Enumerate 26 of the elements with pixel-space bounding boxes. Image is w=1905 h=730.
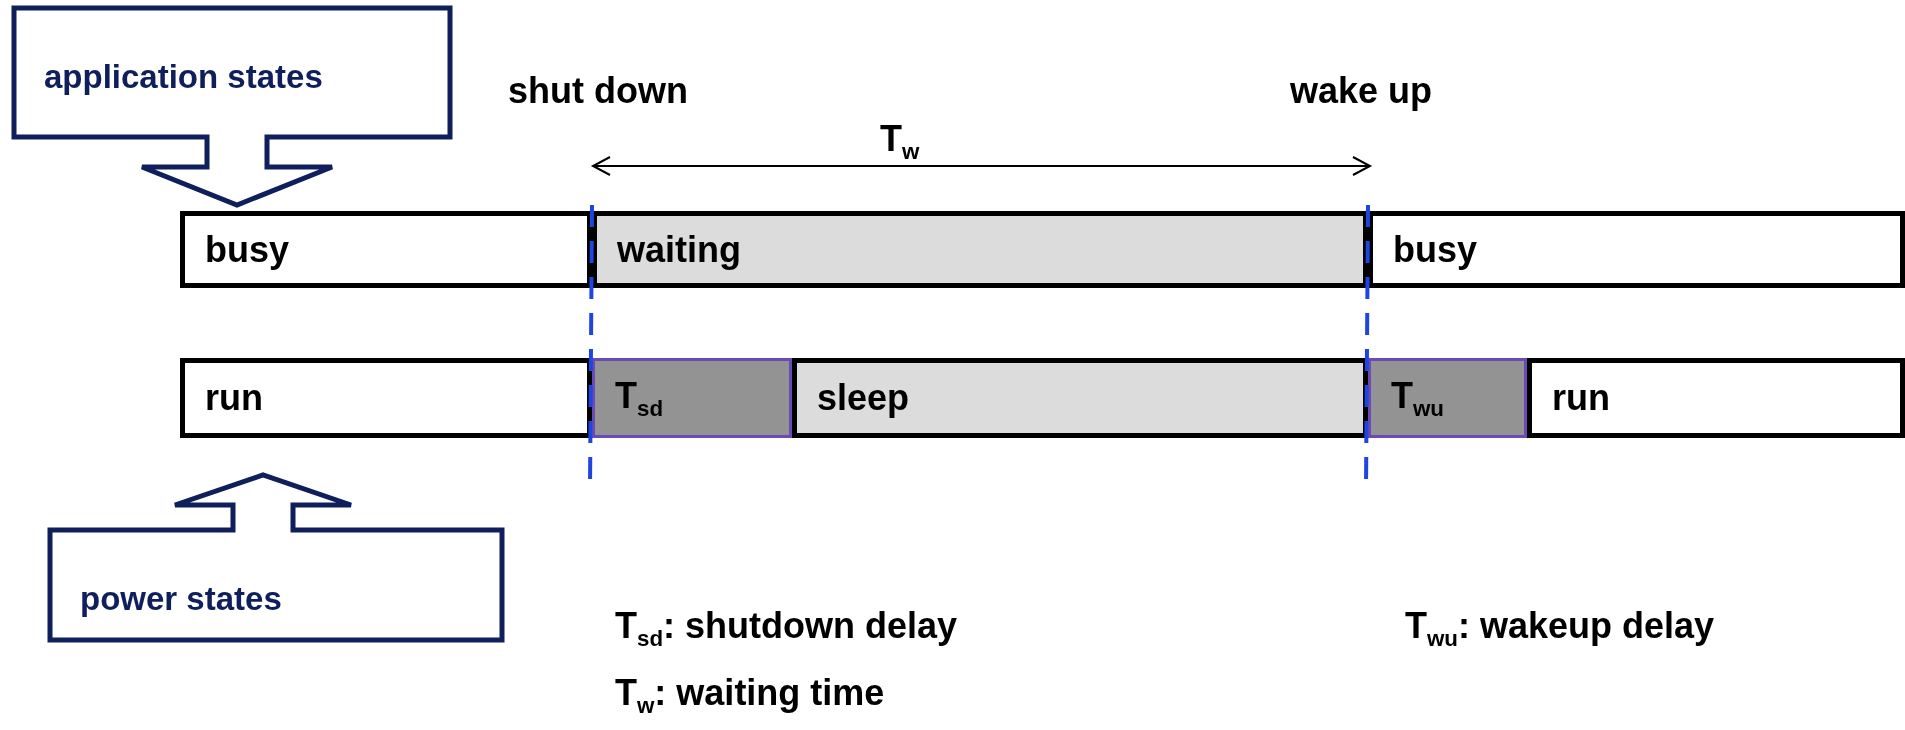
state-change-label: wake up bbox=[1290, 70, 1433, 112]
delay-bar bbox=[592, 358, 792, 438]
legend-note: T$_{wu}$: wakeup delay bbox=[1405, 605, 1715, 652]
state-bar bbox=[1527, 358, 1905, 438]
legend-note: T$_{w}$: waiting time bbox=[615, 672, 885, 719]
callout-box bbox=[14, 8, 450, 208]
callout-box bbox=[50, 475, 502, 640]
callout-text: application states bbox=[44, 58, 323, 96]
callout-text: power states bbox=[80, 580, 282, 618]
state-label: run bbox=[1552, 377, 1610, 419]
state-label: busy bbox=[1393, 228, 1478, 271]
state-bar bbox=[180, 358, 592, 438]
state-label: T$_{sd}$ bbox=[615, 374, 664, 422]
state-label: sleep bbox=[817, 377, 910, 419]
dimension-label: T$_{w}$ bbox=[880, 118, 920, 165]
state-label: waiting bbox=[617, 228, 741, 271]
delay-bar bbox=[1368, 358, 1527, 438]
state-bar bbox=[792, 358, 1368, 438]
state-label: busy bbox=[205, 228, 290, 271]
state-bar bbox=[180, 211, 592, 288]
state-bar bbox=[1368, 211, 1905, 288]
legend-note: T$_{sd}$: shutdown delay bbox=[615, 605, 958, 652]
state-label: run bbox=[205, 377, 263, 419]
state-label: T$_{wu}$ bbox=[1391, 374, 1444, 422]
state-bar bbox=[592, 211, 1368, 288]
state-change-label: shut down bbox=[508, 70, 688, 112]
